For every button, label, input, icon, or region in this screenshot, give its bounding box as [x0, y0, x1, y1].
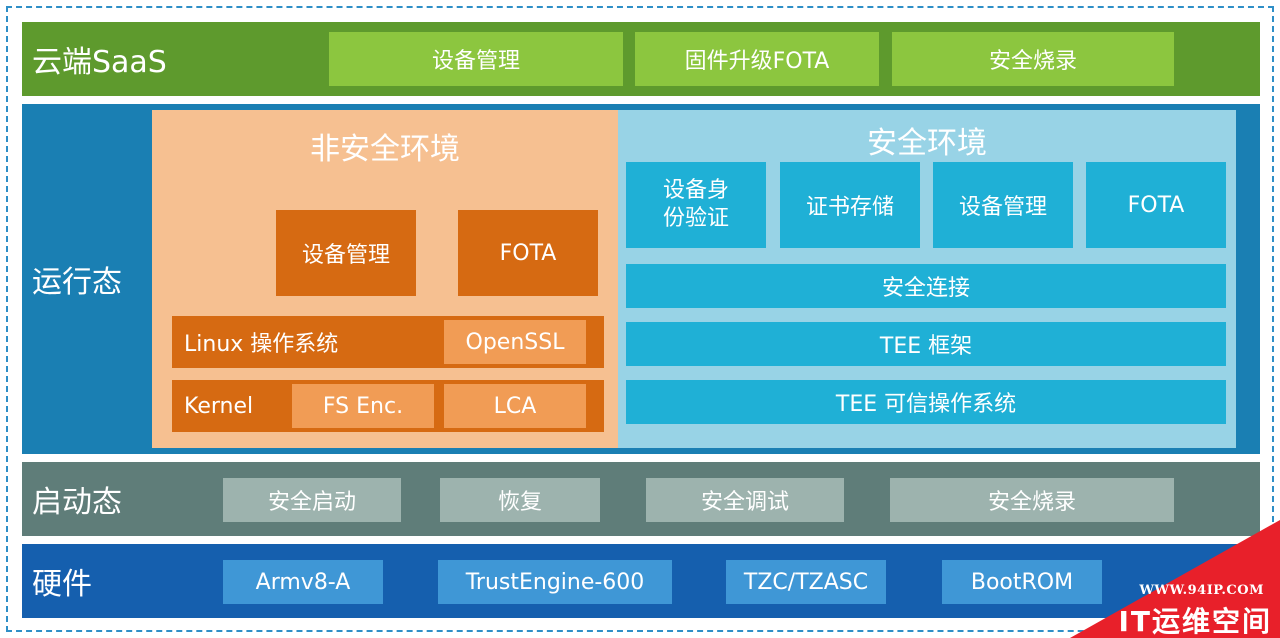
tee-framework-bar: TEE 框架: [626, 322, 1226, 366]
hardware-item-armv8: Armv8-A: [223, 560, 383, 604]
hardware-item-tzc: TZC/TZASC: [726, 560, 886, 604]
cloud-layer: 云端SaaS 设备管理 固件升级FOTA 安全烧录: [22, 22, 1260, 96]
cloud-item-device-management: 设备管理: [329, 32, 623, 86]
boot-layer-title: 启动态: [32, 485, 122, 520]
openssl-component: OpenSSL: [444, 320, 586, 364]
secure-service-device-management: 设备管理: [933, 162, 1073, 248]
secure-connection-bar: 安全连接: [626, 264, 1226, 308]
hardware-item-trustengine: TrustEngine-600: [438, 560, 672, 604]
cloud-layer-title: 云端SaaS: [32, 45, 167, 80]
fs-enc-component: FS Enc.: [292, 384, 434, 428]
boot-layer: 启动态 安全启动 恢复 安全调试 安全烧录: [22, 462, 1260, 536]
secure-zone: 安全环境 设备身 份验证 证书存储 设备管理 FOTA 安全连接 TEE 框架 …: [618, 110, 1236, 448]
watermark-text: IT运维空间: [1118, 605, 1272, 638]
secure-service-fota: FOTA: [1086, 162, 1226, 248]
diagram-frame: [6, 6, 1274, 632]
cloud-item-secure-flashing: 安全烧录: [892, 32, 1174, 86]
linux-os-layer: Linux 操作系统 OpenSSL: [172, 316, 604, 368]
secure-service-device-identity: 设备身 份验证: [626, 162, 766, 248]
secure-zone-title: 安全环境: [867, 126, 987, 161]
boot-item-secure-boot: 安全启动: [223, 478, 401, 522]
non-secure-app-device-management: 设备管理: [276, 210, 416, 296]
tee-trusted-os-bar: TEE 可信操作系统: [626, 380, 1226, 424]
boot-item-secure-flashing: 安全烧录: [890, 478, 1174, 522]
boot-item-secure-debug: 安全调试: [646, 478, 844, 522]
linux-os-label: Linux 操作系统: [184, 332, 339, 357]
watermark-badge: [1070, 520, 1280, 638]
boot-item-recovery: 恢复: [440, 478, 600, 522]
non-secure-app-fota: FOTA: [458, 210, 598, 296]
hardware-item-bootrom: BootROM: [942, 560, 1102, 604]
lca-component: LCA: [444, 384, 586, 428]
kernel-label: Kernel: [184, 393, 254, 419]
runtime-layer-title: 运行态: [32, 265, 122, 300]
hardware-layer-title: 硬件: [32, 567, 92, 602]
non-secure-zone: 非安全环境 设备管理 FOTA Linux 操作系统 OpenSSL Kerne…: [152, 110, 618, 448]
non-secure-zone-title: 非安全环境: [310, 132, 460, 167]
hardware-layer: 硬件 Armv8-A TrustEngine-600 TZC/TZASC Boo…: [22, 544, 1260, 618]
kernel-layer: Kernel FS Enc. LCA: [172, 380, 604, 432]
runtime-layer: 运行态 非安全环境 设备管理 FOTA Linux 操作系统 OpenSSL K…: [22, 104, 1260, 454]
watermark-url: WWW.94IP.COM: [1139, 583, 1264, 598]
secure-service-cert-storage: 证书存储: [780, 162, 920, 248]
cloud-item-fota: 固件升级FOTA: [635, 32, 879, 86]
